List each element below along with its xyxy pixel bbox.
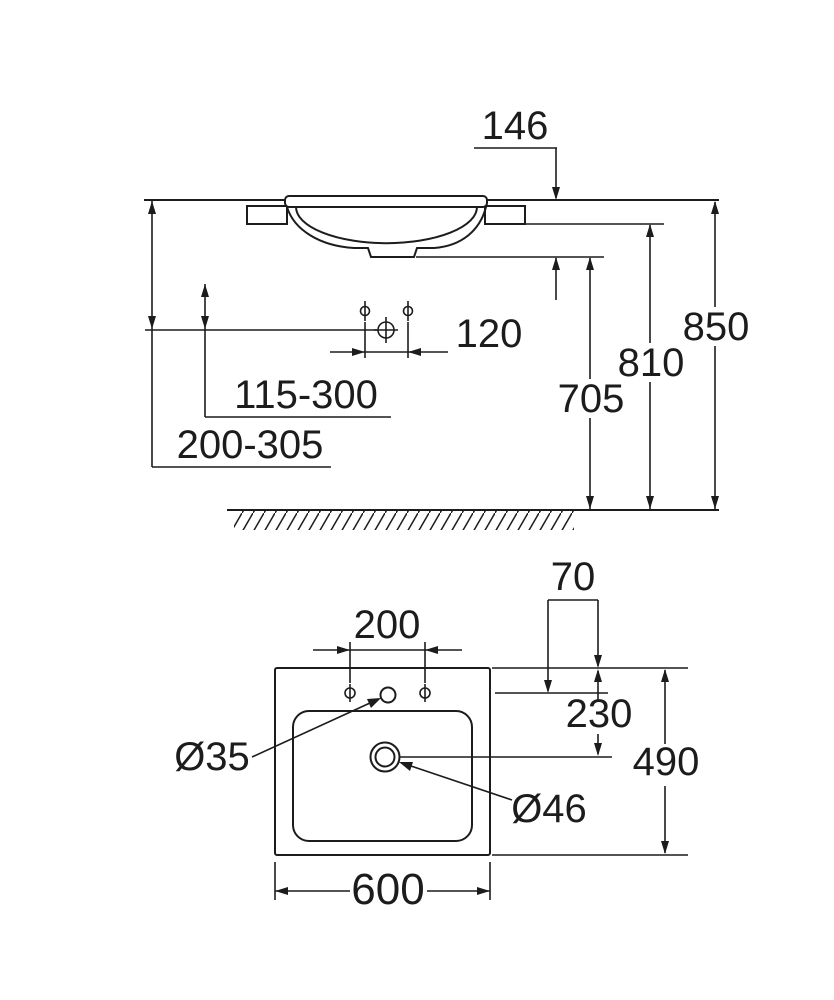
arrow-left-icon (408, 348, 421, 356)
arrow-up-left-icon (399, 762, 413, 771)
basin-rim-profile (284, 195, 488, 208)
tap-hole-left (344, 687, 356, 699)
dimension-120: 120 (330, 312, 522, 358)
arrow-down-icon (544, 680, 552, 693)
dimension-115-300-label: 115-300 (234, 373, 378, 417)
arrow-down-icon (586, 496, 594, 509)
dimension-850: 850 (683, 201, 750, 509)
dimension-200-305-label: 200-305 (177, 423, 324, 467)
dimension-146: 146 (474, 104, 560, 300)
arrow-up-icon (586, 257, 594, 270)
basin-bowl-inner-profile (294, 205, 479, 245)
dimension-146-label: 146 (482, 104, 549, 148)
arrow-left-icon (275, 887, 288, 895)
dimension-705: 705 (558, 257, 625, 509)
dimension-70-label: 70 (551, 555, 596, 599)
arrow-down-icon (594, 743, 602, 756)
basin-outer-outline (274, 667, 491, 856)
arrow-down-icon (661, 841, 669, 854)
faucet-hole-center (379, 686, 397, 704)
leader-line (410, 765, 513, 801)
mounting-bracket-right (484, 205, 526, 225)
tap-hole-right (419, 687, 431, 699)
arrow-up-icon (711, 201, 719, 214)
arrow-down-icon (711, 496, 719, 509)
side-view: 146 200-305 115-300 (144, 104, 750, 530)
callout-faucet-hole-diameter: Ø35 (174, 698, 381, 779)
arrow-down-icon (552, 187, 560, 200)
plan-view: 200 70 230 490 (174, 555, 699, 914)
diameter-35-label: Ø35 (174, 735, 250, 779)
dimension-120-label: 120 (456, 312, 523, 356)
dimension-490-label: 490 (633, 740, 700, 784)
floor-hatching (234, 511, 574, 530)
dimension-200: 200 (313, 603, 462, 683)
basin-bowl-outline (292, 710, 473, 842)
dimension-810-label: 810 (618, 341, 685, 385)
diameter-46-label: Ø46 (511, 787, 587, 831)
arrow-right-icon (352, 348, 365, 356)
mounting-bracket-left (246, 205, 288, 225)
callout-drain-diameter: Ø46 (399, 762, 587, 831)
arrow-up-icon (552, 257, 560, 270)
leader-line (251, 702, 371, 758)
dimension-600-label: 600 (351, 865, 424, 914)
dimension-850-label: 850 (683, 305, 750, 349)
dimension-115-300: 115-300 (201, 284, 391, 418)
arrow-left-icon (425, 646, 438, 654)
arrow-down-icon (201, 316, 209, 329)
arrow-down-icon (148, 316, 156, 329)
arrow-up-icon (594, 669, 602, 682)
arrow-up-icon (148, 201, 156, 214)
arrow-up-icon (201, 284, 209, 297)
dimension-200-label: 200 (354, 603, 421, 647)
arrow-up-right-icon (367, 698, 381, 708)
basin-underside-profile (285, 205, 488, 258)
tap-hole-left-symbol (359, 305, 371, 317)
arrow-right-icon (337, 646, 350, 654)
drain-outer-circle (369, 741, 401, 773)
arrow-down-icon (646, 496, 654, 509)
dimension-490: 490 (633, 669, 700, 854)
dimension-200-305: 200-305 (148, 201, 331, 468)
arrow-up-icon (646, 224, 654, 237)
dimension-705-label: 705 (558, 377, 625, 421)
arrow-up-icon (661, 669, 669, 682)
dimension-600: 600 (274, 862, 491, 914)
dimension-810: 810 (618, 224, 685, 509)
dimension-230-label: 230 (566, 692, 633, 736)
tap-hole-right-symbol (402, 305, 414, 317)
drain-inner-circle (374, 746, 396, 768)
dimension-230: 230 (566, 669, 633, 756)
dimension-70: 70 (544, 555, 602, 693)
arrow-down-icon (594, 655, 602, 668)
arrow-right-icon (477, 887, 490, 895)
